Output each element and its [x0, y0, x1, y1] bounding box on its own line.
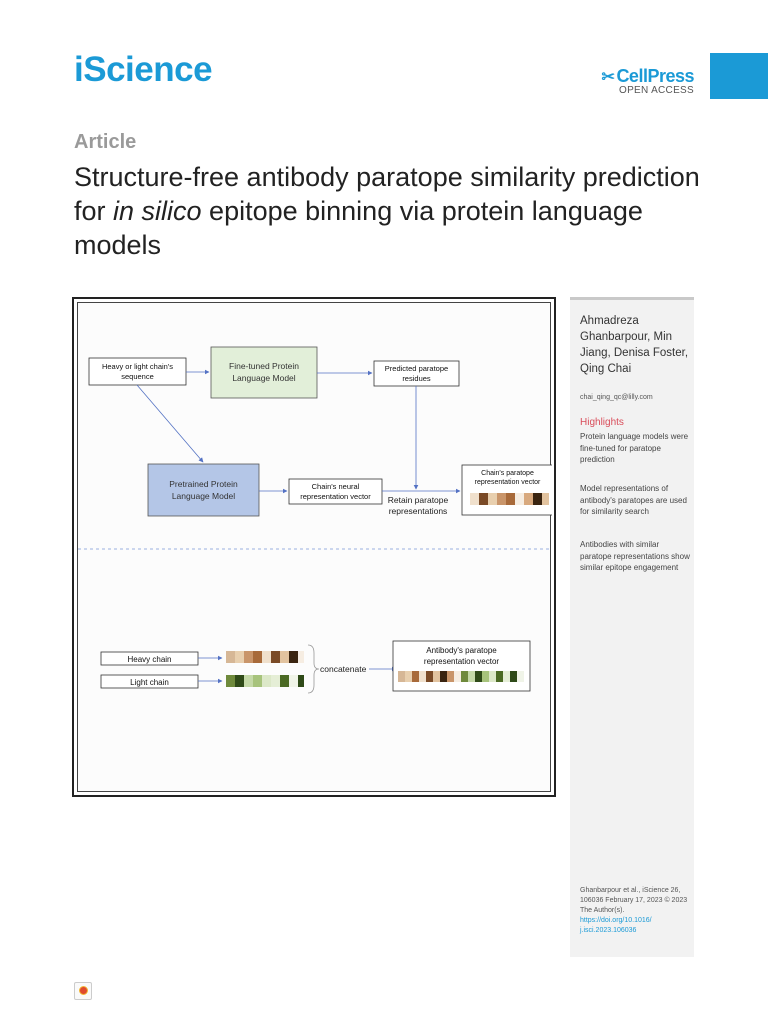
graphical-abstract: Heavy or light chain's sequence Fine-tun… — [72, 297, 556, 797]
predicted-label-1: Predicted paratope — [385, 364, 448, 373]
corresponding-email[interactable]: chai_qing_qc@lilly.com — [580, 394, 653, 401]
corner-tab — [710, 53, 768, 99]
chain-vector-box — [461, 464, 552, 516]
antibody-vector-cells — [398, 671, 524, 682]
predicted-residues-box — [373, 360, 460, 387]
antibody-vector-label-1: Antibody's paratope — [426, 646, 497, 655]
citation: Ghanbarpour et al., iScience 26, 106036 … — [580, 886, 690, 936]
doi-link[interactable]: https://doi.org/10.1016/ j.isci.2023.106… — [580, 917, 652, 934]
check-for-updates-icon[interactable] — [74, 982, 92, 1000]
retain-label-2: representations — [389, 506, 448, 516]
heavy-chain-box — [100, 651, 199, 666]
pretrained-model-box — [147, 463, 260, 517]
light-chain-vector — [226, 675, 304, 687]
chain-vector-cells — [470, 493, 549, 505]
chain-vector-label-1: Chain's paratope — [481, 470, 534, 477]
predicted-label-2: residues — [402, 374, 431, 383]
concatenate-bracket — [307, 644, 320, 694]
author-list: Ahmadreza Ghanbarpour, Min Jiang, Denisa… — [580, 315, 689, 375]
article-sidebar: Ahmadreza Ghanbarpour, Min Jiang, Denisa… — [570, 297, 694, 957]
sequence-label-1: Heavy or light chain's — [102, 362, 173, 371]
concatenate-label: concatenate — [320, 664, 367, 674]
chain-vector-label-2: representation vector — [475, 479, 541, 486]
light-chain-box — [100, 674, 199, 689]
finetuned-model-box — [210, 346, 318, 399]
journal-logo: iScience — [74, 50, 213, 89]
finetuned-label-1: Fine-tuned Protein — [229, 361, 299, 371]
highlight-item: Model representations of antibody's para… — [580, 484, 687, 516]
citation-text: Ghanbarpour et al., iScience 26, 106036 … — [580, 887, 688, 914]
antibody-vector-label-2: representation vector — [424, 657, 499, 666]
sequence-label-2: sequence — [121, 372, 154, 381]
pretrained-label-2: Language Model — [172, 491, 235, 501]
publisher-logo: ✂CellPress OPEN ACCESS — [590, 66, 695, 96]
cellpress-icon: ✂ — [601, 69, 615, 86]
retain-label-1: Retain paratope — [388, 495, 449, 505]
article-type: Article — [74, 131, 137, 153]
neural-label-2: representation vector — [300, 492, 371, 501]
graphical-abstract-diagram: Heavy or light chain's sequence Fine-tun… — [78, 346, 552, 694]
neural-label-1: Chain's neural — [312, 482, 360, 491]
open-access-label: OPEN ACCESS — [619, 85, 694, 96]
antibody-vector-box — [392, 640, 531, 692]
pretrained-label-1: Pretrained Protein — [169, 479, 238, 489]
article-title: Structure-free antibody paratope similar… — [74, 162, 700, 260]
heavy-chain-label: Heavy chain — [127, 655, 171, 664]
publisher-name: CellPress — [616, 66, 694, 86]
highlight-item: Protein language models were fine-tuned … — [580, 432, 689, 464]
finetuned-label-2: Language Model — [232, 373, 295, 383]
neural-vector-box — [288, 478, 383, 505]
arrow-seq-to-pretrained — [136, 384, 204, 463]
highlight-item: Antibodies with similar paratope represe… — [580, 540, 690, 572]
light-chain-label: Light chain — [130, 678, 169, 687]
heavy-chain-vector — [226, 651, 304, 663]
highlights-heading: Highlights — [580, 417, 624, 428]
